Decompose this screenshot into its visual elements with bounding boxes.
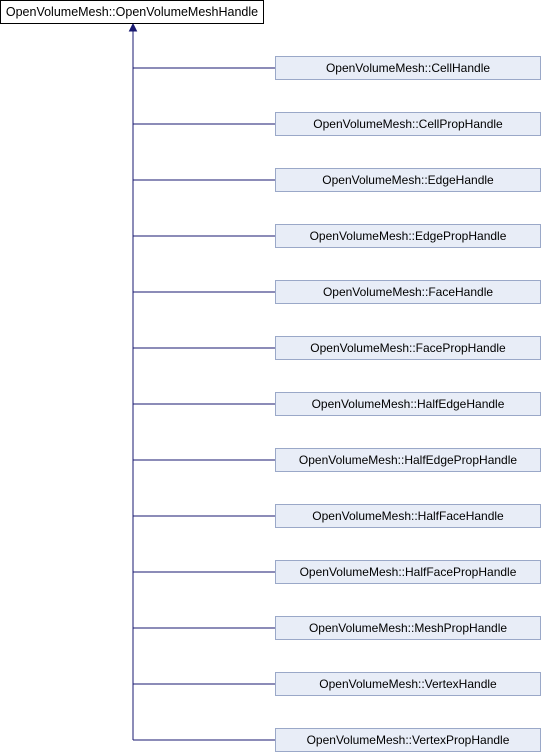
inheritance-branches (133, 67, 275, 741)
child-class-node-halffacehandle[interactable]: OpenVolumeMesh::HalfFaceHandle (275, 504, 541, 528)
child-class-node-facehandle[interactable]: OpenVolumeMesh::FaceHandle (275, 280, 541, 304)
child-class-node-faceprophandle[interactable]: OpenVolumeMesh::FacePropHandle (275, 336, 541, 360)
child-class-node-vertexprophandle[interactable]: OpenVolumeMesh::VertexPropHandle (275, 728, 541, 752)
root-class-node[interactable]: OpenVolumeMesh::OpenVolumeMeshHandle (0, 0, 264, 24)
child-class-node-halfedgehandle[interactable]: OpenVolumeMesh::HalfEdgeHandle (275, 392, 541, 416)
child-class-node-meshprophandle[interactable]: OpenVolumeMesh::MeshPropHandle (275, 616, 541, 640)
child-class-node-edgehandle[interactable]: OpenVolumeMesh::EdgeHandle (275, 168, 541, 192)
child-class-node-cellprophandle[interactable]: OpenVolumeMesh::CellPropHandle (275, 112, 541, 136)
child-class-node-cellhandle[interactable]: OpenVolumeMesh::CellHandle (275, 56, 541, 80)
inheritance-arrowhead (128, 22, 138, 32)
child-class-node-halfedgeprophandle[interactable]: OpenVolumeMesh::HalfEdgePropHandle (275, 448, 541, 472)
child-class-node-vertexhandle[interactable]: OpenVolumeMesh::VertexHandle (275, 672, 541, 696)
child-class-node-edgeprophandle[interactable]: OpenVolumeMesh::EdgePropHandle (275, 224, 541, 248)
child-class-node-halffaceprophandle[interactable]: OpenVolumeMesh::HalfFacePropHandle (275, 560, 541, 584)
